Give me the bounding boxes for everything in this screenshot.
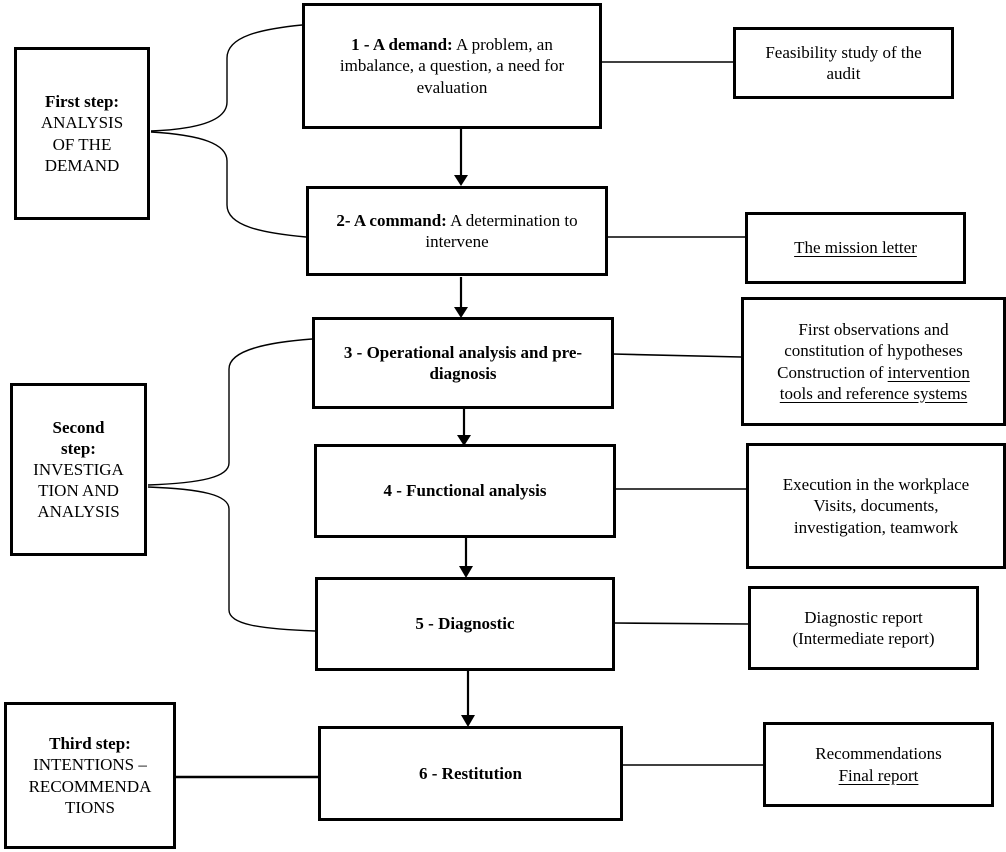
process-box-4-lead: 4 - Functional analysis [383,481,547,501]
brace-second-step [147,338,316,632]
brace-first-step [150,24,307,238]
arrow-command-to-operational [454,277,468,318]
output-recommendations-text: Recommendations Final report [815,743,942,785]
observations-line3-underline: intervention [887,362,970,382]
output-execution-text: Execution in the workplace Visits, docum… [782,475,970,537]
connector-operational-observations [612,353,742,358]
recommendations-final-report: Final report [838,765,919,785]
step-third-body: INTENTIONS – RECOMMENDA TIONS [28,755,152,817]
step-second-title: Second step: [52,417,105,458]
process-box-3-lead: 3 - Operational analysis and pre-diagnos… [343,342,583,383]
output-diagnostic-report-text: Diagnostic report (Intermediate report) [792,607,935,648]
step-box-first: First step: ANALYSIS OF THE DEMAND [14,47,150,220]
process-box-4-functional-analysis: 4 - Functional analysis [314,444,616,538]
output-box-execution-workplace: Execution in the workplace Visits, docum… [746,443,1006,569]
arrow-diagnostic-to-restitution [461,671,475,727]
connector-diagnostic-report [613,622,749,625]
process-box-2-command: 2- A command: A determination to interve… [306,186,608,276]
recommendations-line1: Recommendations [815,744,942,764]
step-first-body: ANALYSIS OF THE DEMAND [40,113,124,175]
process-box-1-rest: A problem, an imbalance, a question, a n… [339,35,565,97]
output-box-mission-letter: The mission letter [745,212,966,284]
output-box-recommendations: Recommendations Final report [763,722,994,807]
output-box-feasibility-study: Feasibility study of the audit [733,27,954,99]
output-mission-letter-text: The mission letter [794,238,917,258]
output-box-diagnostic-report: Diagnostic report (Intermediate report) [748,586,979,670]
output-box-first-observations: First observations and constitution of h… [741,297,1006,426]
process-box-2-label: 2- A command: A determination to interve… [315,210,599,252]
process-box-6-lead: 6 - Restitution [419,763,522,783]
observations-line3-plain: Construction of [777,362,888,382]
step-third-title: Third step: [49,734,131,754]
step-second-body: INVESTIGA TION AND ANALYSIS [33,459,124,522]
process-box-2-lead: 2- A command: [336,210,447,230]
process-box-5-lead: 5 - Diagnostic [415,614,515,634]
process-box-3-operational-analysis: 3 - Operational analysis and pre-diagnos… [312,317,614,409]
process-box-2-rest: A determination to intervene [425,210,578,251]
arrow-operational-to-functional [457,409,471,446]
process-box-6-label: 6 - Restitution [419,763,522,784]
step-first-title: First step: [44,92,120,112]
process-box-1-lead: 1 - A demand: [351,35,453,55]
arrow-demand-to-command [454,129,468,186]
process-box-1-label: 1 - A demand: A problem, an imbalance, a… [317,34,587,97]
arrow-functional-to-diagnostic [459,538,473,578]
process-box-3-label: 3 - Operational analysis and pre-diagnos… [331,342,595,384]
process-box-6-restitution: 6 - Restitution [318,726,623,821]
observations-line2: constitution of hypotheses [784,341,963,361]
step-box-second: Second step: INVESTIGA TION AND ANALYSIS [10,383,147,556]
process-box-1-demand: 1 - A demand: A problem, an imbalance, a… [302,3,602,129]
process-box-5-diagnostic: 5 - Diagnostic [315,577,615,671]
process-box-4-label: 4 - Functional analysis [384,480,547,501]
observations-line1: First observations and [798,320,949,340]
observations-line4-underline: tools and reference systems [779,383,968,403]
output-observations-text: First observations and constitution of h… [777,319,970,403]
step-box-third: Third step: INTENTIONS – RECOMMENDA TION… [4,702,176,849]
output-feasibility-text: Feasibility study of the audit [765,42,922,83]
process-box-5-label: 5 - Diagnostic [415,613,514,634]
